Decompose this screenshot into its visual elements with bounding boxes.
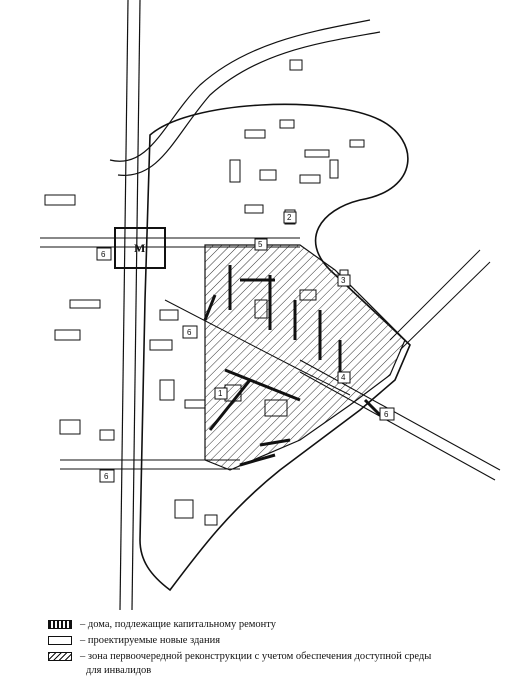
district-plan-map: М 6 6 6 6 5 1	[40, 0, 501, 610]
zone-marker-5: 5	[258, 240, 263, 249]
hatched-building-swatch-icon	[48, 620, 72, 629]
railway	[389, 249, 481, 341]
map-legend: – дома, подлежащие капитальному ремонту …	[40, 618, 510, 680]
district-boundary	[139, 103, 411, 592]
legend-item-zone: – зона первоочередной реконструкции с уч…	[40, 650, 510, 680]
zone-marker-3: 3	[341, 276, 346, 285]
legend-text-repair: – дома, подлежащие капитальному ремонту	[80, 619, 276, 630]
buildings	[44, 59, 365, 526]
zone-marker-4: 4	[341, 373, 346, 382]
metro-symbol: М	[134, 241, 145, 255]
curved-highway-2	[117, 31, 381, 176]
legend-text-zone: – зона первоочередной реконструкции с уч…	[80, 651, 432, 662]
legend-item-new-buildings: – проектируемые новые здания	[40, 634, 510, 650]
zone-marker-1: 1	[218, 389, 223, 398]
zone-marker-2: 2	[287, 213, 292, 222]
railway-2	[399, 261, 491, 351]
east-road	[299, 359, 501, 471]
main-road-west-2	[131, 0, 141, 610]
legend-text-new-buildings: – проектируемые новые здания	[80, 635, 221, 646]
main-road-west	[119, 0, 129, 610]
legend-item-repair: – дома, подлежащие капитальному ремонту	[40, 618, 510, 634]
diagonal-hatch-swatch-icon	[48, 652, 72, 661]
zone-marker-6b: 6	[187, 328, 192, 337]
curved-highway	[109, 19, 371, 162]
reconstruction-zone	[204, 244, 406, 471]
metro-station-box	[114, 227, 166, 269]
legend-text-zone-cont: для инвалидов	[86, 665, 152, 676]
zone-markers: 6 6 6 6 5 1 2 3 4	[96, 211, 395, 483]
diagonal-road	[164, 299, 351, 396]
east-road-2	[299, 371, 496, 481]
empty-box-swatch-icon	[48, 636, 72, 645]
zone-marker-6a: 6	[101, 250, 106, 259]
zone-marker-6c: 6	[104, 472, 109, 481]
zone-marker-6d: 6	[384, 410, 389, 419]
